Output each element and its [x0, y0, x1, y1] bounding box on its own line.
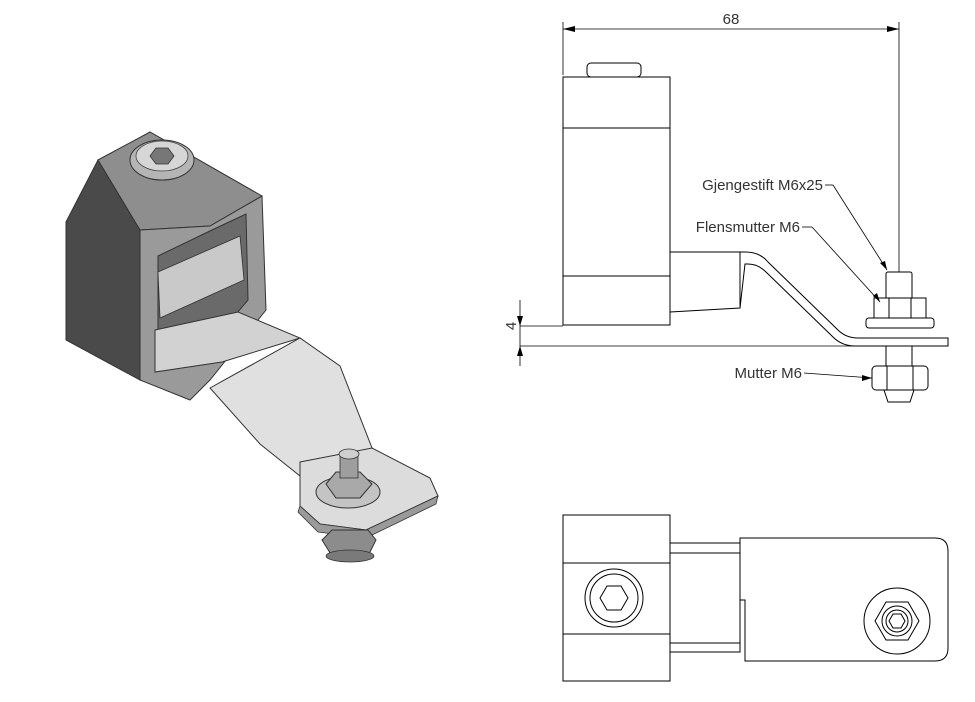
top-view [562, 514, 949, 682]
top-hex-socket-icon [599, 585, 629, 611]
side-clamp-block [562, 76, 671, 326]
top-bracket-plate [739, 537, 949, 662]
inner-plate [157, 235, 245, 319]
set-screw-end [338, 448, 360, 460]
dimension-68: 68 [723, 11, 740, 28]
side-bottom-nut [871, 365, 929, 391]
bracket-bar-horizontal [154, 311, 302, 373]
top-socket-screw [584, 568, 644, 628]
callout-flange-nut: Flensmutter M6 [696, 219, 800, 236]
callout-nut: Mutter M6 [734, 365, 802, 382]
leader-nut [803, 372, 873, 379]
bracket-end-edge [297, 495, 439, 539]
callout-set-screw: Gjengestift M6x25 [702, 177, 823, 194]
bottom-nut-base [325, 549, 375, 563]
leader-set-screw [832, 184, 888, 271]
side-flange-nut [873, 297, 927, 319]
side-set-screw [885, 271, 913, 301]
dimension-4: 4 [503, 322, 520, 330]
isometric-view [65, 131, 439, 563]
flange-nut-hex [325, 471, 373, 499]
side-view: 68 4 Gjengestift M6x25 [503, 11, 949, 403]
top-flange-nut [863, 587, 931, 655]
hex-socket-icon [149, 147, 175, 165]
leader-flange-nut [811, 226, 881, 303]
